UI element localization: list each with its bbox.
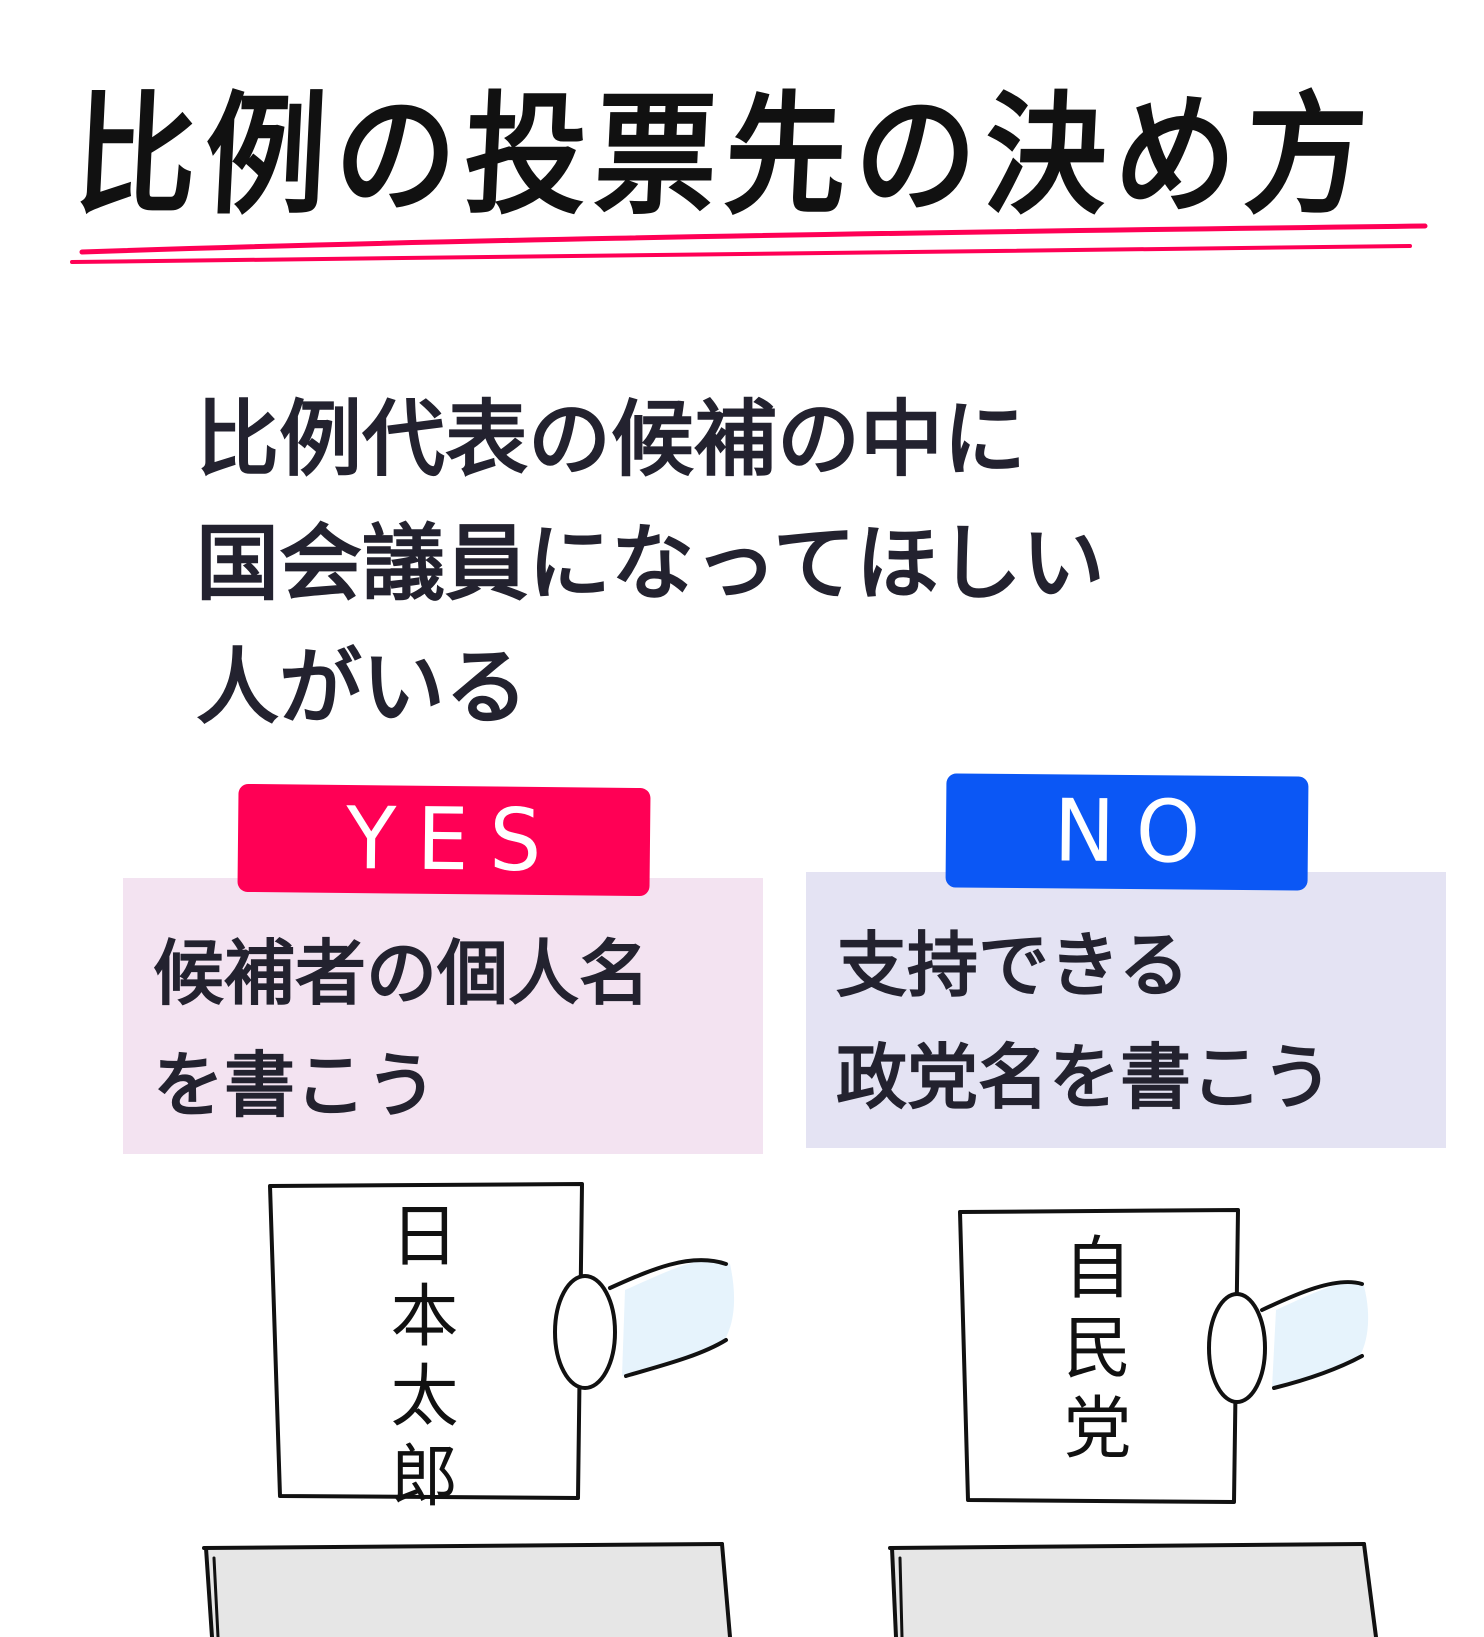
no-panel: 支持できる 政党名を書こう (806, 872, 1446, 1148)
no-panel-text: 支持できる 政党名を書こう (836, 910, 1333, 1134)
yes-line-1: 候補者の個人名 (153, 932, 651, 1015)
question-text: 比例代表の候補の中に 国会議員になってほしい 人がいる (196, 378, 1296, 750)
yes-badge: YES (237, 783, 651, 897)
no-badge: NO (945, 773, 1309, 891)
no-ballot-text: 自民党 (1051, 1232, 1130, 1472)
yes-ballot-text: 日本太郎 (378, 1200, 457, 1520)
ballot-box-icon (888, 1542, 1378, 1637)
yes-badge-label: YES (345, 788, 564, 892)
no-badge-label: NO (1053, 781, 1222, 883)
ballot-box-icon (202, 1542, 732, 1637)
question-line-1: 比例代表の候補の中に (196, 391, 1026, 488)
yes-panel-text: 候補者の個人名 を書こう (153, 918, 650, 1142)
title-underline (70, 223, 1428, 264)
page-title: 比例の投票先の決め方 (70, 72, 1430, 264)
question-line-2: 国会議員になってほしい (196, 515, 1105, 612)
no-line-2: 政党名を書こう (836, 1036, 1334, 1119)
no-line-1: 支持できる (836, 924, 1190, 1007)
hand-holding-ballot-icon (268, 1182, 735, 1500)
yes-panel: 候補者の個人名 を書こう (123, 878, 763, 1154)
title-text: 比例の投票先の決め方 (71, 79, 1379, 233)
question-line-3: 人がいる (196, 639, 528, 736)
hand-holding-ballot-icon (958, 1208, 1369, 1504)
yes-line-2: を書こう (153, 1044, 438, 1127)
